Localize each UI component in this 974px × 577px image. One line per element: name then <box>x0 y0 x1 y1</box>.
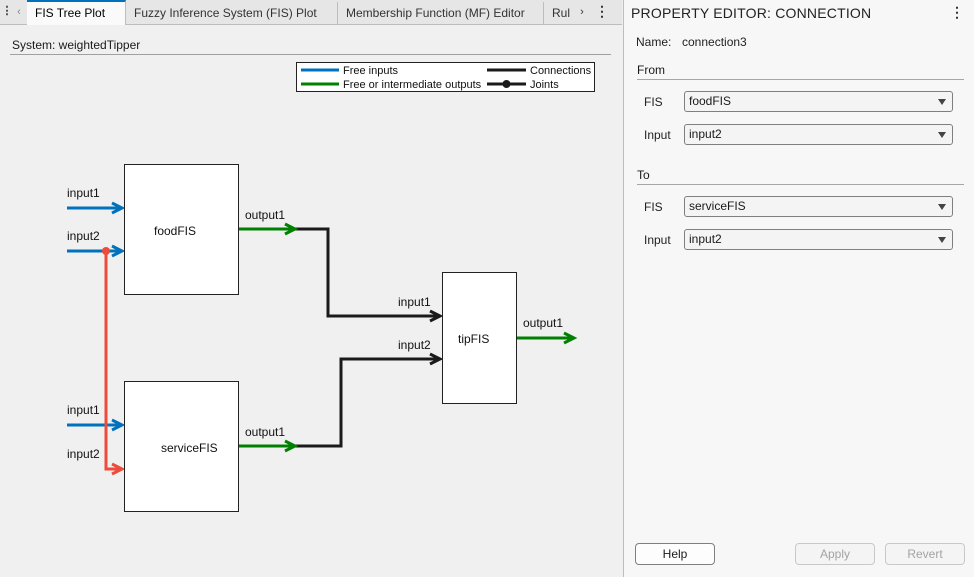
tab-mf-editor[interactable]: Membership Function (MF) Editor <box>338 2 544 24</box>
to-section-header: To <box>637 168 964 185</box>
tab-label: Rul <box>552 6 571 20</box>
food-input1-label: input1 <box>67 186 100 200</box>
name-label: Name: <box>636 35 672 49</box>
system-divider <box>10 54 611 55</box>
connection-lines[interactable] <box>295 227 444 448</box>
selected-connection[interactable] <box>104 251 126 476</box>
tab-scroll-left-icon[interactable]: ‹ <box>17 6 21 18</box>
tab-label: Fuzzy Inference System (FIS) Plot <box>134 6 317 20</box>
from-label: From <box>637 63 665 77</box>
chevron-down-icon <box>938 204 946 210</box>
from-section-header: From <box>637 63 964 80</box>
to-fis-dropdown[interactable]: serviceFIS <box>684 196 953 217</box>
legend-connections: Connections <box>530 65 592 77</box>
help-button[interactable]: Help <box>635 543 715 565</box>
more-options-icon[interactable]: ⋮ <box>595 3 609 19</box>
food-output1-label: output1 <box>245 208 285 222</box>
legend-joints: Joints <box>530 79 559 91</box>
tab-fis-plot[interactable]: Fuzzy Inference System (FIS) Plot <box>126 2 338 24</box>
service-output1-label: output1 <box>245 425 285 439</box>
tab-bar: ⋮ ‹ FIS Tree Plot Fuzzy Inference System… <box>0 0 622 25</box>
service-input2-label: input2 <box>67 447 100 461</box>
panel-menu-icon[interactable]: ⋮ <box>950 4 964 20</box>
legend-free-outputs: Free or intermediate outputs <box>343 79 482 91</box>
free-input-lines <box>67 201 126 432</box>
output-lines <box>239 222 578 453</box>
tab-fis-tree-plot[interactable]: FIS Tree Plot <box>27 0 126 25</box>
legend: Free inputs Free or intermediate outputs… <box>296 62 595 92</box>
from-fis-value: foodFIS <box>689 94 732 108</box>
chevron-down-icon <box>938 237 946 243</box>
fis-tree-diagram[interactable]: Free inputs Free or intermediate outputs… <box>0 0 622 577</box>
to-input-value: input2 <box>689 232 722 246</box>
tip-fis-box[interactable] <box>442 272 517 404</box>
property-editor-title: PROPERTY EDITOR: CONNECTION <box>631 5 872 21</box>
food-fis-label: foodFIS <box>154 224 196 238</box>
service-fis-label: serviceFIS <box>161 441 218 455</box>
from-input-value: input2 <box>689 127 722 141</box>
to-input-label: Input <box>644 233 671 247</box>
tip-input1-label: input1 <box>398 295 431 309</box>
chevron-down-icon <box>938 132 946 138</box>
legend-joint-dot <box>502 80 511 88</box>
apply-button[interactable]: Apply <box>795 543 875 565</box>
connection-name-value: connection3 <box>682 35 747 49</box>
to-fis-value: serviceFIS <box>689 199 746 213</box>
from-input-dropdown[interactable]: input2 <box>684 124 953 145</box>
tab-label: FIS Tree Plot <box>35 6 106 20</box>
chevron-down-icon <box>938 99 946 105</box>
tip-fis-label: tipFIS <box>458 332 489 346</box>
to-label: To <box>637 168 650 182</box>
legend-free-inputs: Free inputs <box>343 65 399 77</box>
property-editor-panel: PROPERTY EDITOR: CONNECTION ⋮ Name: conn… <box>623 0 974 577</box>
joint-dot <box>102 247 110 255</box>
service-fis-box[interactable] <box>124 381 239 512</box>
tip-output1-label: output1 <box>523 316 563 330</box>
from-input-label: Input <box>644 128 671 142</box>
revert-button[interactable]: Revert <box>885 543 965 565</box>
from-fis-dropdown[interactable]: foodFIS <box>684 91 953 112</box>
food-input2-label: input2 <box>67 229 100 243</box>
tab-menu-icon[interactable]: ⋮ <box>1 5 13 17</box>
food-fis-box[interactable] <box>124 164 239 295</box>
fis-tree-panel: ⋮ ‹ FIS Tree Plot Fuzzy Inference System… <box>0 0 622 577</box>
from-fis-label: FIS <box>644 95 663 109</box>
to-fis-label: FIS <box>644 200 663 214</box>
tab-label: Membership Function (MF) Editor <box>346 6 525 20</box>
tip-input2-label: input2 <box>398 338 431 352</box>
tab-rule-editor[interactable]: Rul <box>544 2 574 24</box>
tab-scroll-right-icon[interactable]: › <box>580 6 584 18</box>
to-input-dropdown[interactable]: input2 <box>684 229 953 250</box>
system-label: System: weightedTipper <box>12 38 141 52</box>
service-input1-label: input1 <box>67 403 100 417</box>
